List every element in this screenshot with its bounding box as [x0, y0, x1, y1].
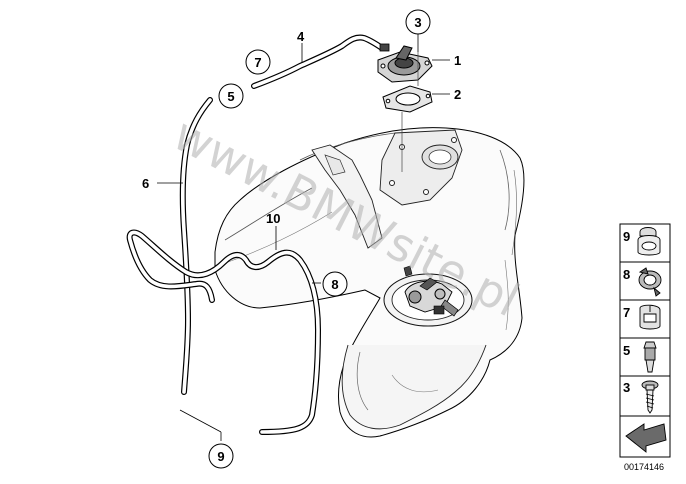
callout-5: 5 — [227, 89, 234, 104]
vent-hose-4 — [251, 34, 390, 89]
legend-row-3: 3 — [623, 380, 659, 414]
callout-2: 2 — [454, 87, 461, 102]
legend-row-5: 5 — [623, 341, 657, 373]
fuel-cap-assembly — [377, 45, 433, 172]
legend-row-9: 9 — [623, 227, 661, 256]
legend-number-5: 5 — [623, 343, 630, 358]
legend-row-8: 8 — [623, 267, 662, 297]
callouts: 1 2 3 4 5 6 7 8 9 10 — [142, 9, 461, 469]
callout-7: 7 — [254, 55, 261, 70]
callout-8: 8 — [331, 277, 338, 292]
vent-hose-6 — [179, 97, 213, 395]
legend-row-7: 7 — [623, 304, 661, 330]
vent-hose-10 — [126, 229, 322, 435]
callout-3: 3 — [414, 15, 421, 30]
nipple-connector-icon — [643, 341, 657, 373]
fuel-tank-illustration — [214, 127, 525, 438]
callout-6: 6 — [142, 176, 149, 191]
callout-9: 9 — [217, 449, 224, 464]
legend-number-3: 3 — [623, 380, 630, 395]
callout-9-circle: 9 — [208, 443, 234, 469]
spring-clamp-icon — [638, 267, 662, 297]
callout-10: 10 — [266, 211, 280, 226]
leader-lines — [157, 34, 450, 441]
double-hose-clip-icon — [637, 227, 661, 256]
callout-1: 1 — [454, 53, 461, 68]
callout-7-circle: 7 — [245, 49, 271, 75]
cable-clip-icon — [639, 304, 661, 330]
parts-legend: 9 8 7 — [619, 223, 671, 458]
callout-8-circle: 8 — [322, 271, 348, 297]
callout-4: 4 — [297, 29, 305, 44]
screw-icon — [641, 380, 659, 414]
legend-number-8: 8 — [623, 267, 630, 282]
legend-number-9: 9 — [623, 229, 630, 244]
callout-3-circle: 3 — [405, 9, 431, 35]
direction-arrow-icon — [625, 423, 667, 453]
diagram-id: 00174146 — [624, 462, 664, 472]
callout-5-circle: 5 — [218, 83, 244, 109]
legend-number-7: 7 — [623, 305, 630, 320]
